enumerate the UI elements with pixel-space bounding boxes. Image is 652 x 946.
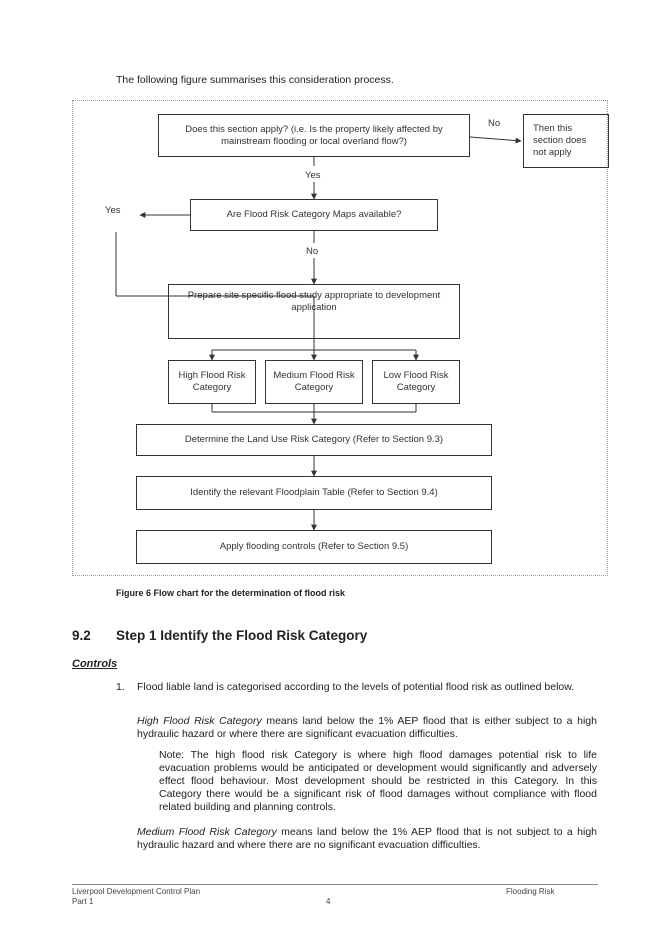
flow-label-yes-q2: Yes	[105, 205, 121, 216]
footer-page-number: 4	[326, 897, 331, 906]
flow-box-low-risk: Low Flood Risk Category	[372, 360, 460, 404]
flow-question-section-applies: Does this section apply? (i.e. Is the pr…	[158, 114, 470, 157]
high-risk-def-text: means land below the 1% AEP flood that i…	[137, 715, 597, 740]
footer-part: Part 1	[72, 897, 94, 906]
figure-caption: Figure 6 Flow chart for the determinatio…	[116, 588, 346, 598]
controls-heading: Controls	[72, 658, 118, 670]
section-title: Step 1 Identify the Flood Risk Category	[116, 628, 368, 643]
medium-risk-definition: Medium Flood Risk Category means land be…	[137, 826, 597, 852]
high-risk-note: Note: The high flood risk Category is wh…	[159, 749, 597, 813]
flow-question-maps-available: Are Flood Risk Category Maps available?	[190, 199, 438, 231]
figure-frame	[72, 100, 608, 576]
footer-doc-title: Liverpool Development Control Plan	[72, 887, 201, 896]
section-number: 9.2	[72, 628, 91, 643]
flow-box-flood-study: Prepare site specific flood study approp…	[168, 284, 460, 339]
flow-box-not-apply: Then this section does not apply	[523, 114, 609, 168]
high-risk-term: High Flood Risk Category	[137, 715, 262, 727]
list-number: 1.	[116, 681, 125, 693]
flow-label-yes-q1: Yes	[305, 170, 321, 181]
high-risk-definition: High Flood Risk Category means land belo…	[137, 715, 597, 741]
flow-box-high-risk: High Flood Risk Category	[168, 360, 256, 404]
flow-label-no-q2: No	[306, 246, 319, 257]
flow-box-land-use: Determine the Land Use Risk Category (Re…	[136, 424, 492, 456]
flow-label-no-q1: No	[488, 118, 501, 129]
flow-box-medium-risk: Medium Flood Risk Category	[265, 360, 363, 404]
medium-risk-term: Medium Flood Risk Category	[137, 826, 277, 838]
footer-section: Flooding Risk	[506, 887, 555, 896]
intro-text: The following figure summarises this con…	[116, 74, 394, 86]
flow-box-apply-controls: Apply flooding controls (Refer to Sectio…	[136, 530, 492, 564]
medium-risk-def-text: means land below the 1% AEP flood that i…	[137, 826, 597, 851]
list-item-text: Flood liable land is categorised accordi…	[137, 681, 575, 693]
footer-rule	[72, 884, 598, 885]
flow-box-floodplain-table: Identify the relevant Floodplain Table (…	[136, 476, 492, 510]
